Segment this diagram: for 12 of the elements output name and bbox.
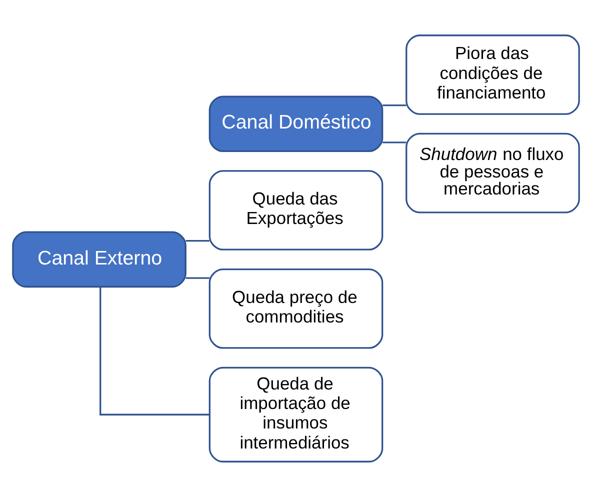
connector xyxy=(100,286,210,416)
connector xyxy=(382,142,406,144)
connector xyxy=(186,277,210,279)
connector xyxy=(186,240,210,242)
node-box: Shutdown no fluxo de pessoas e mercadorias xyxy=(406,132,580,214)
node-box: Queda de importação de insumos intermediários xyxy=(208,366,384,462)
node-box: Queda das Exportações xyxy=(208,170,384,250)
node-box: Canal Doméstico xyxy=(208,96,384,152)
node-box: Piora das condições de financiamento xyxy=(406,34,580,115)
node-box: Canal Externo xyxy=(12,231,186,288)
connector xyxy=(382,104,406,106)
node-box: Queda preço de commodities xyxy=(208,268,384,349)
